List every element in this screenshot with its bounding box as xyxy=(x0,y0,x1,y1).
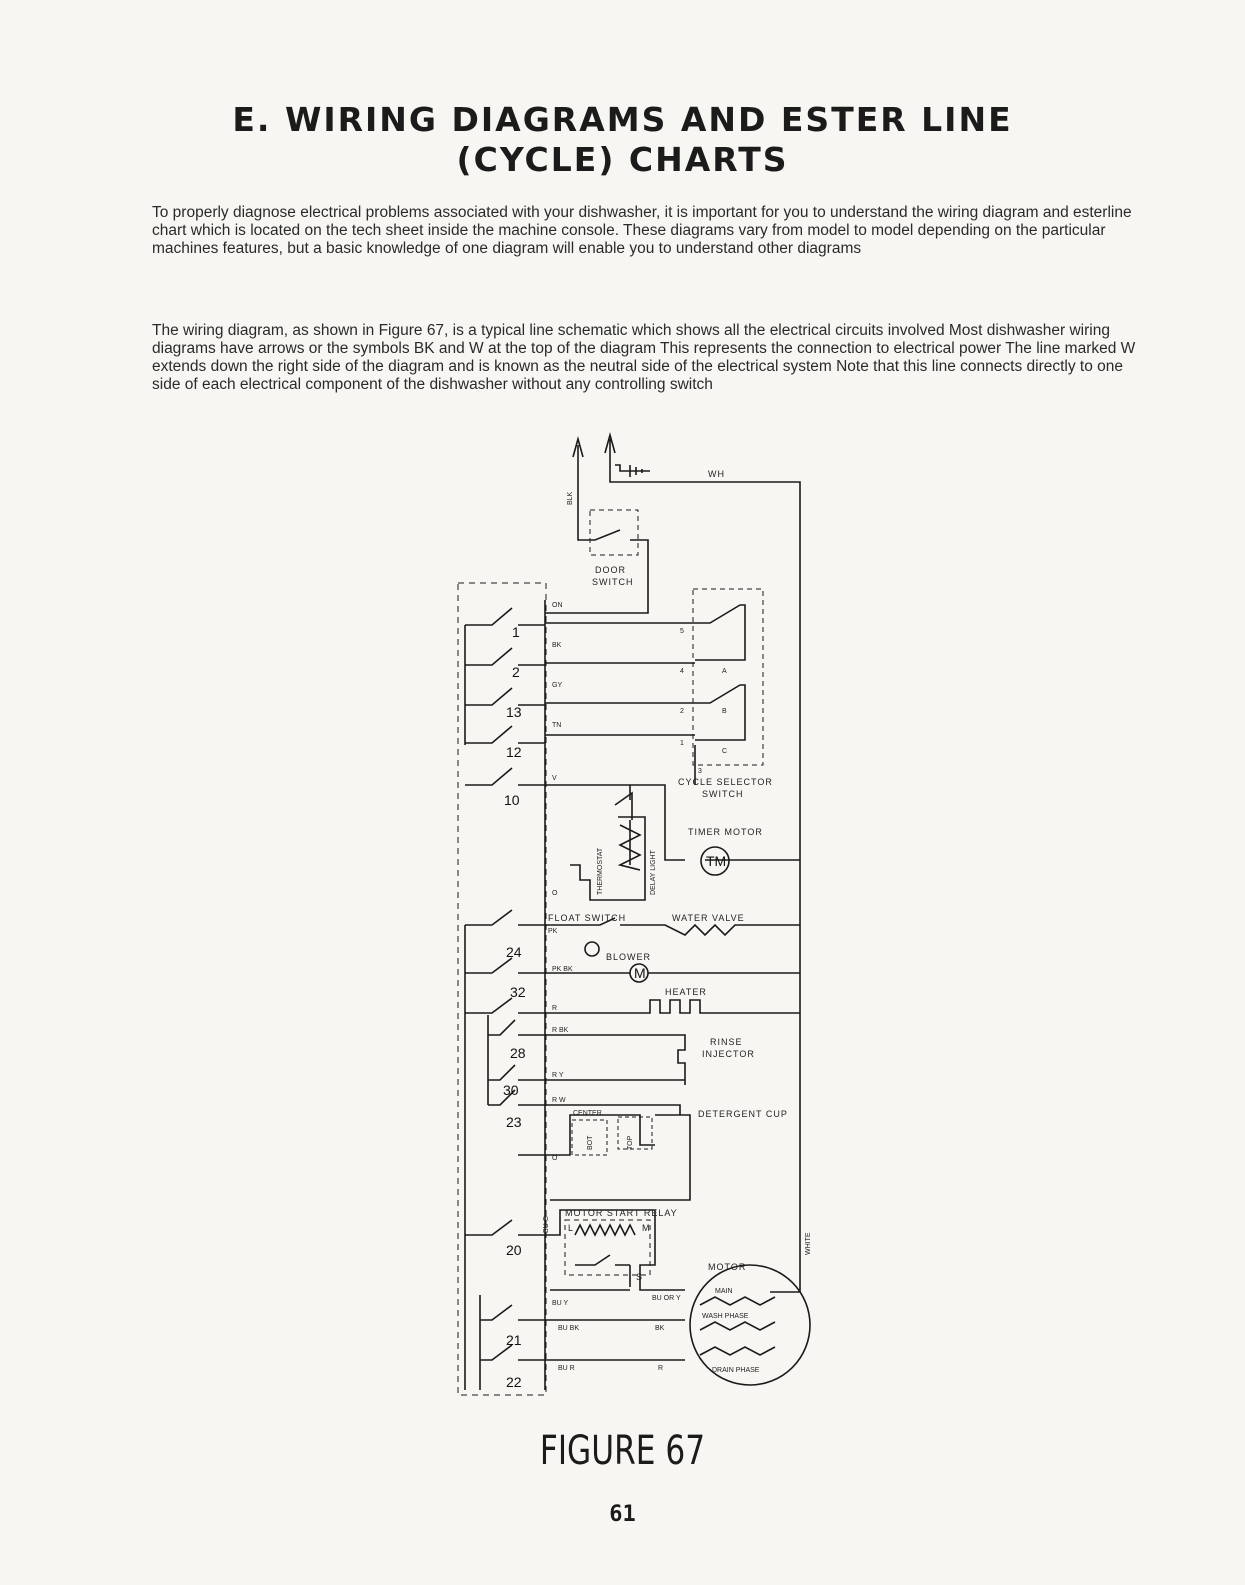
door-switch-wire xyxy=(545,515,649,614)
wh-label: WH xyxy=(708,469,725,479)
blk-arrow xyxy=(572,436,584,515)
rinse-label-1: RINSE xyxy=(710,1037,743,1047)
timer-contact: 1 xyxy=(512,624,520,640)
main-label: MAIN xyxy=(715,1288,733,1295)
wire-r-y: R Y xyxy=(552,1072,564,1079)
page-number: 61 xyxy=(609,1502,636,1527)
page-title: E. WIRING DIAGRAMS AND ESTER LINE (CYCLE… xyxy=(0,100,1245,180)
neutral-rail xyxy=(609,475,801,1293)
timer-contact: 10 xyxy=(504,792,520,808)
thermostat-label: THERMOSTAT xyxy=(597,847,604,895)
motor-label: MOTOR xyxy=(708,1262,746,1272)
figure-caption: FIGURE 67 xyxy=(539,1428,706,1474)
wire-tn: TN xyxy=(552,722,561,729)
wire-pk: PK xyxy=(548,928,558,935)
timer-contact: 24 xyxy=(506,944,522,960)
diagram-wires xyxy=(457,432,811,1396)
door-switch-label-2: SWITCH xyxy=(592,577,634,587)
wire-on: ON xyxy=(552,602,563,609)
wire-bu-or-y: BU OR Y xyxy=(652,1295,681,1302)
relay-s-label: S xyxy=(636,1272,643,1282)
neutral-arrow xyxy=(604,432,616,475)
wire-r-w: R W xyxy=(552,1097,566,1104)
wire-bk: BK xyxy=(552,642,562,649)
relay-m-label: M xyxy=(642,1223,651,1233)
timer-contact: 23 xyxy=(506,1114,522,1130)
motor-start-relay-label: MOTOR START RELAY xyxy=(565,1208,678,1218)
tm-label: TM xyxy=(706,853,726,869)
timer-motor-label: TIMER MOTOR xyxy=(688,827,763,837)
wiring-paragraph: The wiring diagram, as shown in Figure 6… xyxy=(152,322,1136,393)
timer-contact: 2 xyxy=(512,664,520,680)
timer-contact: 13 xyxy=(506,704,522,720)
selector-contact: 2 xyxy=(680,708,684,715)
wire-bu-r: BU R xyxy=(558,1365,575,1372)
ground-symbol xyxy=(615,464,650,477)
timer-contact: 20 xyxy=(506,1242,522,1258)
relay-l-label: L xyxy=(568,1223,574,1233)
timer-contact: 30 xyxy=(503,1082,519,1098)
timer-contact: 28 xyxy=(510,1045,526,1061)
wire-o: O xyxy=(552,890,558,897)
wire-r2: R xyxy=(658,1365,663,1372)
title-line-1: E. WIRING DIAGRAMS AND ESTER LINE xyxy=(232,100,1013,139)
wire-bu-o: BU O xyxy=(543,1215,550,1233)
wire-bk2: BK xyxy=(655,1325,665,1332)
heater-label: HEATER xyxy=(665,987,707,997)
timer-contact: 22 xyxy=(506,1374,522,1390)
top-label: TOP xyxy=(627,1135,634,1150)
intro-paragraph: To properly diagnose electrical problems… xyxy=(152,204,1132,257)
door-switch-label-1: DOOR xyxy=(595,565,626,575)
bot-label: BOT xyxy=(587,1135,594,1150)
water-valve-label: WATER VALVE xyxy=(672,913,745,923)
drain-phase-label: DRAIN PHASE xyxy=(712,1367,760,1374)
white-label: WHITE xyxy=(805,1232,812,1255)
timer-contact: 12 xyxy=(506,744,522,760)
wire-bu-y: BU Y xyxy=(552,1300,569,1307)
blower-label: BLOWER xyxy=(606,952,651,962)
cycle-selector-label-1: CYCLE SELECTOR xyxy=(678,777,773,787)
delay-light-label: DELAY LIGHT xyxy=(650,849,657,895)
wire-pk-bk: PK BK xyxy=(552,966,573,973)
selector-contact: 5 xyxy=(680,628,684,635)
wire-bu-bk: BU BK xyxy=(558,1325,579,1332)
selector-letter: C xyxy=(722,748,727,755)
wire-o2: O xyxy=(552,1155,558,1162)
timer-contact: 21 xyxy=(506,1332,522,1348)
rinse-label-2: INJECTOR xyxy=(702,1049,755,1059)
cycle-selector-label-2: SWITCH xyxy=(702,789,744,799)
blower-m-label: M xyxy=(634,965,646,981)
wash-phase-label: WASH PHASE xyxy=(702,1313,749,1320)
selector-letter: B xyxy=(722,708,727,715)
float-switch-label: FLOAT SWITCH xyxy=(548,913,626,923)
title-line-2: (CYCLE) CHARTS xyxy=(456,140,789,179)
wire-gy: GY xyxy=(552,682,562,689)
timer-contact: 32 xyxy=(510,984,526,1000)
wire-v: V xyxy=(552,775,557,782)
wiring-diagram: BLK WH DOOR SWITCH CYCLE SELECTOR SWITCH… xyxy=(457,432,812,1396)
selector-contact: 1 xyxy=(680,740,684,747)
center-label: CENTER xyxy=(573,1110,602,1117)
wire-r: R xyxy=(552,1005,557,1012)
selector-letter: A xyxy=(722,668,727,675)
blk-label: BLK xyxy=(567,491,574,505)
selector-contact: 3 xyxy=(698,768,702,775)
detergent-cup-label: DETERGENT CUP xyxy=(698,1109,788,1119)
wire-r-bk: R BK xyxy=(552,1027,569,1034)
selector-contact: 4 xyxy=(680,668,684,675)
